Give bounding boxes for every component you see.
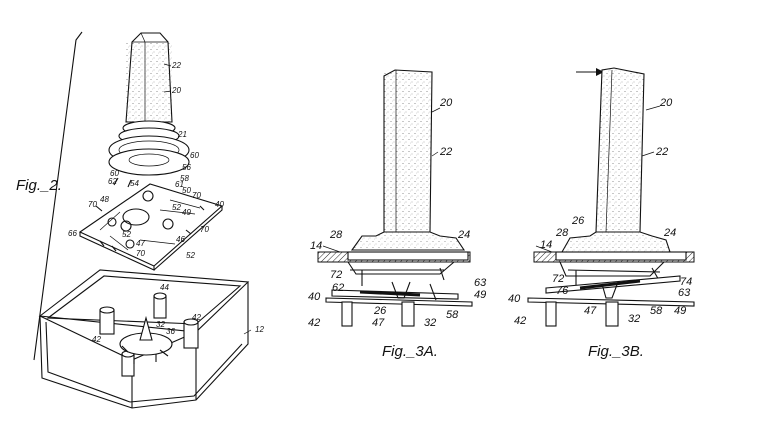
fig2-label-70d: 70 [136,249,145,258]
fig2-labels: 22 20 21 60 56 58 61 60 62 54 50 70 70 4… [16,61,264,344]
fig2-label-46: 46 [176,235,185,244]
fig2-label-66: 66 [68,229,77,238]
fig2-label-20: 20 [171,86,181,95]
fig2-label-22: 22 [171,61,181,70]
fig3b-label-72: 72 [552,273,564,285]
fig3a-label-32: 32 [424,317,436,329]
fig3a-caption: Fig._3A. [382,343,438,360]
fig2-label-49: 49 [182,208,191,217]
fig3b-label-40: 40 [508,293,521,305]
fig2-label-52b: 52 [122,230,131,239]
fig2-label-70b: 70 [88,200,97,209]
figure-3a-section-view [317,69,473,327]
fig3a-label-26: 26 [373,305,387,317]
fig3a-label-14: 14 [310,240,322,252]
figure-3b-section-view [527,67,695,327]
fig2-label-70a: 70 [192,191,201,200]
fig3a-label-62: 62 [332,282,344,294]
fig2-label-47: 47 [136,239,145,248]
fig3b-label-26: 26 [571,215,585,227]
fig3b-label-22: 22 [655,146,668,158]
fig3b-label-24: 24 [663,227,676,239]
fig3b-labels: 20 22 26 24 28 14 72 74 76 63 40 58 49 4… [508,97,692,360]
fig2-label-58: 58 [180,174,189,183]
fig3a-label-49: 49 [474,289,486,301]
fig3a-label-40: 40 [308,291,321,303]
fig3a-label-28: 28 [329,229,343,241]
fig3b-label-14: 14 [540,239,552,251]
fig2-label-36: 36 [166,327,175,336]
fig2-label-42a: 42 [192,313,201,322]
fig2-label-52c: 52 [186,251,195,260]
fig3a-label-22: 22 [439,146,452,158]
fig3a-label-20: 20 [439,97,453,109]
fig3a-label-63: 63 [474,277,487,289]
fig3a-circuit-board [325,297,473,307]
fig2-label-56: 56 [182,163,191,172]
fig3b-label-42: 42 [514,315,526,327]
fig2-label-44: 44 [160,283,169,292]
fig2-bracket-line [33,31,83,361]
fig2-label-32: 32 [156,320,165,329]
fig3b-label-28: 28 [555,227,569,239]
fig3a-label-24: 24 [457,229,470,241]
fig2-label-48: 48 [100,195,109,204]
leader-lines [163,63,661,335]
fig2-label-21: 21 [177,130,187,139]
fig3b-label-47: 47 [584,305,597,317]
fig3b-caption: Fig._3B. [588,343,644,360]
fig2-label-70c: 70 [200,225,209,234]
fig2-label-61: 61 [175,180,184,189]
fig3a-label-42: 42 [308,317,320,329]
fig2-label-42b: 42 [92,335,101,344]
fig2-label-40: 40 [215,200,224,209]
fig2-label-52a: 52 [172,203,181,212]
fig3b-label-58: 58 [650,305,663,317]
fig3b-label-32: 32 [628,313,640,325]
fig2-label-60b: 60 [110,169,119,178]
fig3b-label-20: 20 [659,97,673,109]
fig2-label-62: 62 [108,177,117,186]
fig2-label-54: 54 [130,179,139,188]
figure-2-exploded-view [33,31,250,409]
fig2-caption: Fig._2. [16,177,62,194]
fig2-label-12: 12 [255,325,264,334]
fig3a-labels: 20 22 24 28 14 72 62 63 40 49 42 26 47 5… [308,97,487,360]
fig3b-label-49: 49 [674,305,686,317]
fig3a-label-47: 47 [372,317,385,329]
fig2-label-50: 50 [182,186,191,195]
fig3b-label-63: 63 [678,287,691,299]
fig2-label-60a: 60 [190,151,199,160]
fig3b-label-76: 76 [556,285,569,297]
fig3a-label-58: 58 [446,309,459,321]
fig3a-label-72: 72 [330,269,342,281]
fig3b-label-74: 74 [680,276,692,288]
